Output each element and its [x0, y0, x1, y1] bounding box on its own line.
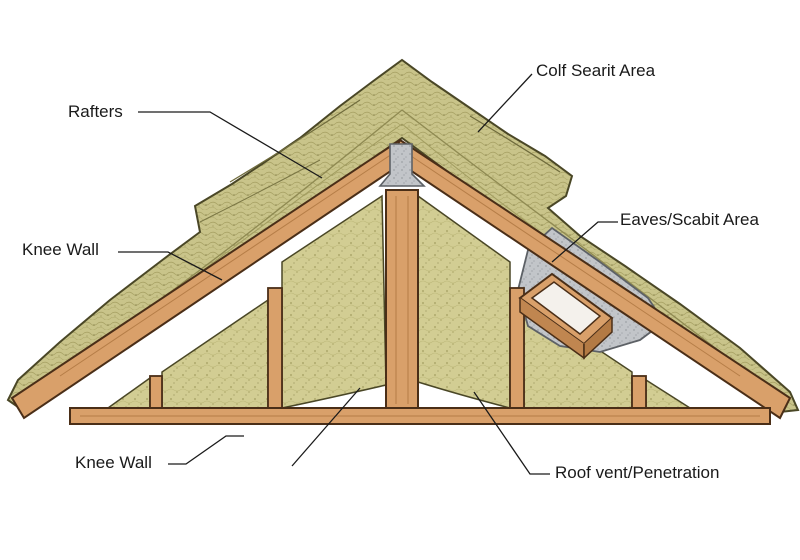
- label-colf-searit-area: Colf Searit Area: [536, 61, 655, 81]
- label-eaves-scabit-area: Eaves/Scabit Area: [620, 210, 759, 230]
- label-knee-wall-top: Knee Wall: [22, 240, 99, 260]
- leader-colf: [478, 74, 532, 132]
- label-knee-wall-bottom: Knee Wall: [75, 453, 152, 473]
- label-rafters: Rafters: [68, 102, 123, 122]
- leader-knee-bottom: [168, 436, 244, 464]
- label-roof-vent-penetration: Roof vent/Penetration: [555, 463, 719, 483]
- ceiling-joist: [70, 408, 770, 424]
- king-post: [386, 190, 418, 412]
